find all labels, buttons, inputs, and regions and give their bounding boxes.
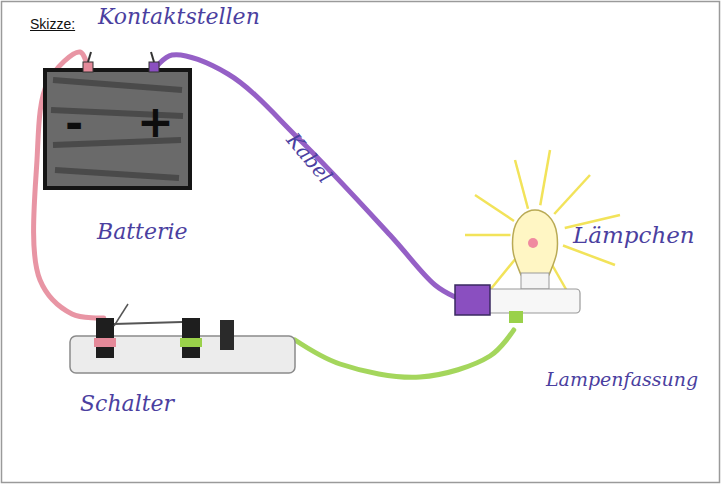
- light-ray: [563, 246, 615, 266]
- battery-body: [45, 70, 190, 188]
- wire-label: Kabel: [282, 128, 338, 188]
- switch-outline: [70, 318, 295, 373]
- contact-label: Kontaktstellen: [98, 4, 260, 29]
- switch-box: Schalter: [70, 318, 295, 373]
- socket-contact: [509, 311, 523, 323]
- switch-contact: [94, 338, 116, 347]
- wire-connector: [154, 55, 455, 297]
- light-ray: [475, 195, 514, 221]
- lamp-box: Lämpchen: [455, 165, 580, 330]
- plus-sign: +: [137, 98, 174, 146]
- lamp-bulb: [512, 210, 557, 275]
- switch-handle: [114, 304, 128, 326]
- socket-label: Lampenfassung: [546, 368, 698, 390]
- battery-shading: [51, 80, 183, 178]
- light-ray: [554, 175, 590, 214]
- socket-contact: [455, 285, 490, 315]
- lamp-outline: [455, 165, 580, 330]
- terminal-tip: [88, 52, 91, 62]
- minus-sign: -: [65, 100, 83, 148]
- light-ray: [465, 234, 511, 237]
- part-label: Lämpchen: [573, 223, 695, 248]
- battery-terminal: [149, 62, 159, 72]
- switch-lever: [114, 322, 182, 324]
- switch-post: [220, 320, 234, 350]
- sketch-title: Skizze:: [30, 16, 75, 32]
- light-ray: [540, 150, 550, 205]
- battery-box: -+Batterie: [45, 70, 190, 188]
- wire-connector: [295, 330, 514, 377]
- part-label: Batterie: [97, 220, 188, 244]
- battery-terminal: [83, 62, 93, 72]
- part-label: Schalter: [80, 392, 174, 416]
- light-ray: [515, 160, 528, 209]
- switch-contact: [180, 338, 202, 347]
- frame-border: [2, 2, 720, 483]
- terminal-tip: [151, 52, 154, 62]
- bulb-base: [521, 273, 549, 289]
- lamp-filament: [528, 238, 538, 248]
